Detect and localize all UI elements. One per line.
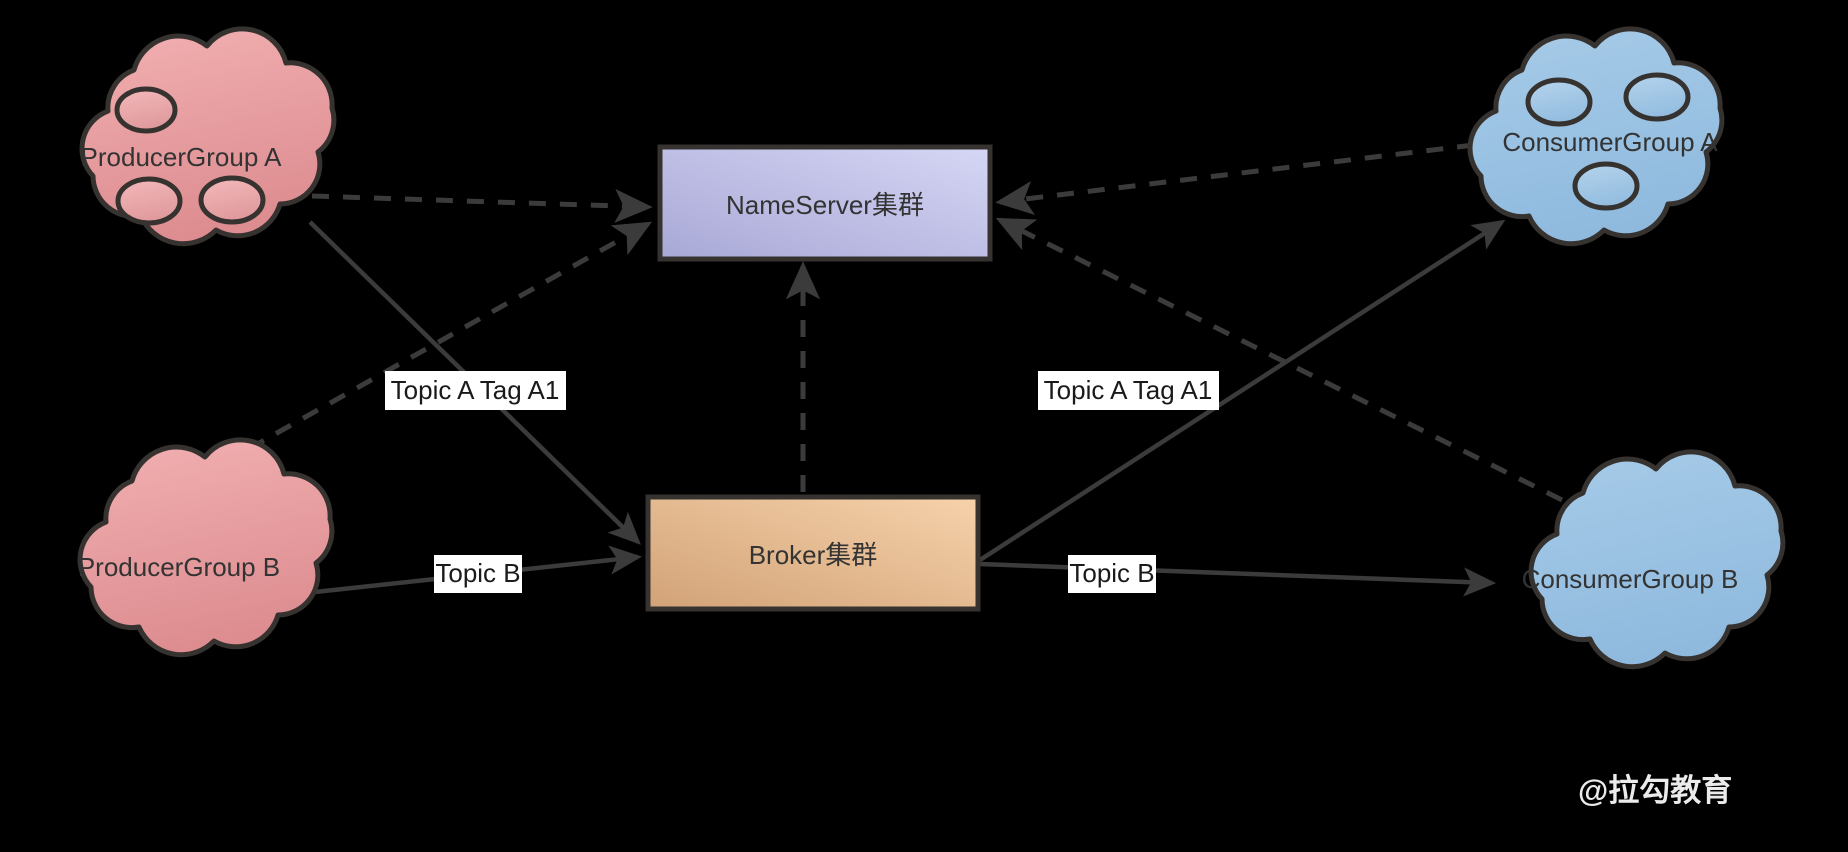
node-broker-cluster[interactable]: Broker集群 bbox=[645, 494, 981, 612]
edge-pgb-to-nameserver[interactable] bbox=[220, 221, 653, 467]
node-consumer-group-b[interactable]: ConsumerGroup B bbox=[1522, 449, 1786, 670]
edge-label-topic-b-right: Topic B bbox=[1068, 555, 1156, 593]
producer-a-instance-3 bbox=[198, 175, 266, 225]
watermark: @拉勾教育 bbox=[1578, 773, 1732, 808]
producer-group-b-label: ProducerGroup B bbox=[78, 552, 280, 582]
node-producer-group-a[interactable]: ProducerGroup A bbox=[79, 26, 337, 247]
edge-label-topic-a-tag-a1-right-text: Topic A Tag A1 bbox=[1044, 375, 1213, 405]
consumer-a-instance-2 bbox=[1623, 72, 1691, 122]
edge-cga-to-nameserver[interactable] bbox=[995, 142, 1475, 216]
consumer-group-a-label: ConsumerGroup A bbox=[1502, 127, 1718, 157]
edge-label-layer: Topic A Tag A1 Topic B Topic A Tag A1 To… bbox=[385, 371, 1219, 593]
edge-label-topic-a-tag-a1-right: Topic A Tag A1 bbox=[1038, 371, 1219, 410]
node-producer-group-b[interactable]: ProducerGroup B bbox=[77, 437, 335, 658]
edge-label-topic-b-right-text: Topic B bbox=[1069, 558, 1154, 588]
edge-label-topic-a-tag-a1-left-text: Topic A Tag A1 bbox=[391, 375, 560, 405]
edge-cgb-to-nameserver[interactable] bbox=[995, 217, 1564, 503]
producer-group-a-label: ProducerGroup A bbox=[81, 142, 283, 172]
edge-label-topic-b-left: Topic B bbox=[434, 555, 522, 593]
nameserver-cluster-label: NameServer集群 bbox=[726, 190, 924, 220]
broker-cluster-label: Broker集群 bbox=[749, 540, 878, 570]
node-nameserver-cluster[interactable]: NameServer集群 bbox=[657, 144, 993, 262]
producer-a-instance-1 bbox=[114, 86, 178, 134]
producer-a-instance-2 bbox=[115, 176, 183, 226]
edge-broker-to-consumer-group-a[interactable] bbox=[978, 219, 1506, 562]
edge-pga-to-nameserver[interactable] bbox=[311, 188, 653, 224]
edge-label-topic-a-tag-a1-left: Topic A Tag A1 bbox=[385, 371, 566, 410]
consumer-a-instance-3 bbox=[1572, 161, 1640, 211]
edge-broker-to-consumer-group-b[interactable] bbox=[979, 561, 1497, 597]
consumer-group-b-label: ConsumerGroup B bbox=[1522, 564, 1739, 594]
edge-layer bbox=[220, 142, 1564, 597]
node-consumer-group-a[interactable]: ConsumerGroup A bbox=[1467, 26, 1725, 247]
watermark-text: @拉勾教育 bbox=[1578, 773, 1732, 808]
consumer-a-instance-1 bbox=[1525, 77, 1593, 127]
edge-label-topic-b-left-text: Topic B bbox=[435, 558, 520, 588]
